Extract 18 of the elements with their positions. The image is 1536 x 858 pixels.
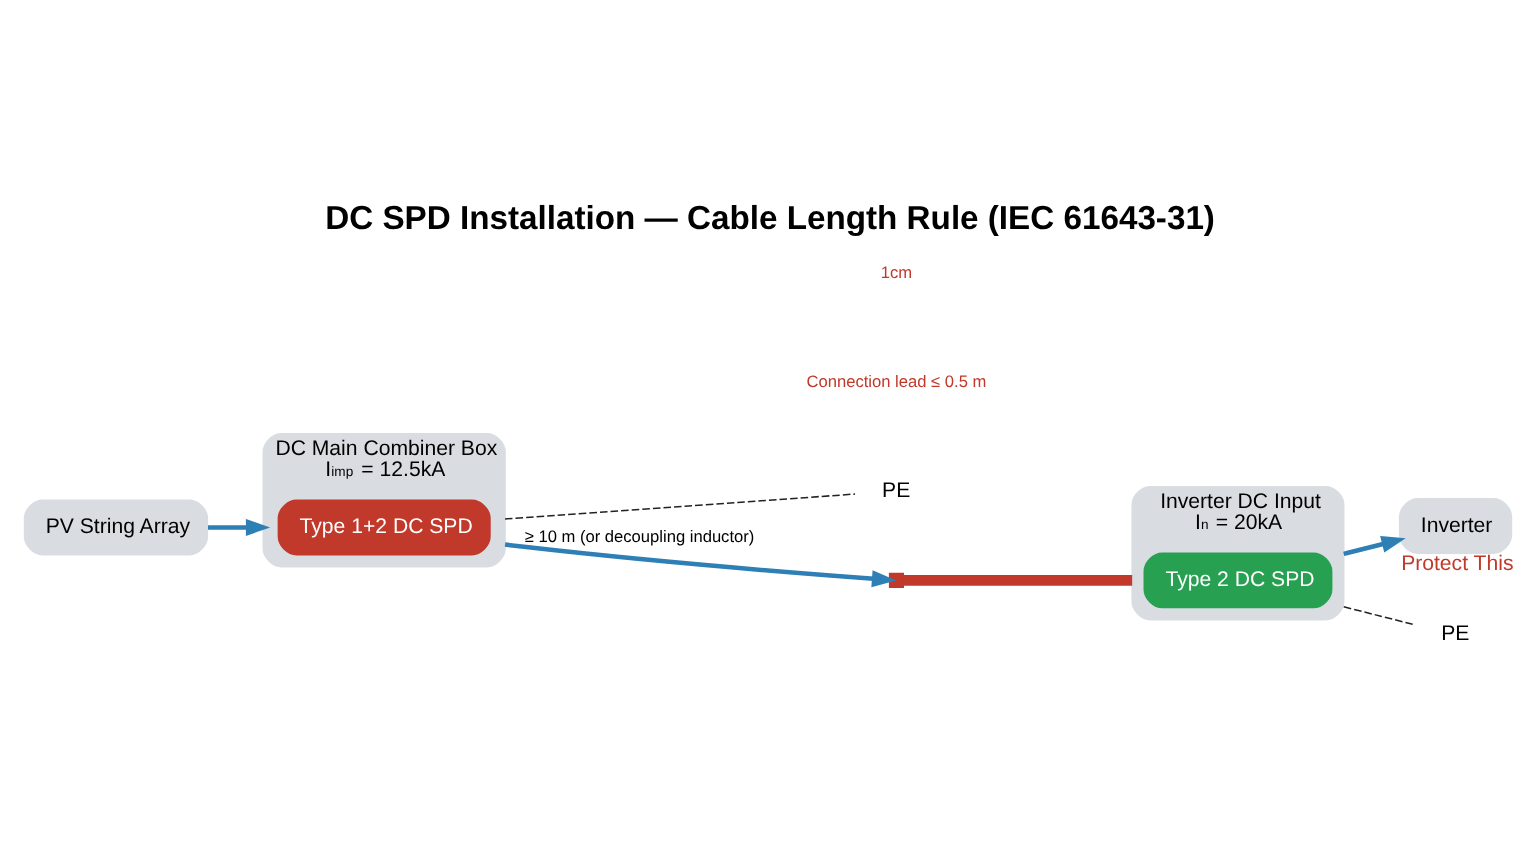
label: 1cm [880, 260, 913, 281]
node-label: Protect This [1401, 551, 1514, 576]
edge-label: ≥ 10 m (or decoupling inductor) [524, 525, 755, 546]
node-box: PV String Array [23, 498, 209, 555]
diagram-title: DC SPD Installation — Cable Length Rule (IEC 61643-31) [325, 198, 1215, 237]
node-box: Type 1+2 DC SPD [277, 498, 491, 555]
node-text: PE [882, 477, 911, 502]
arrow [1343, 534, 1406, 556]
node-text: PE [1441, 621, 1470, 646]
connector [1342, 605, 1416, 625]
node-bar [888, 571, 904, 587]
node-box: Inverter [1398, 497, 1513, 553]
label: Connection lead ≤ 0.5 m [806, 369, 987, 390]
node-box: Type 2 DC SPD [1143, 551, 1333, 608]
connector [903, 574, 1133, 585]
arrow [208, 518, 271, 535]
arrow [504, 541, 897, 587]
connector [504, 492, 856, 519]
